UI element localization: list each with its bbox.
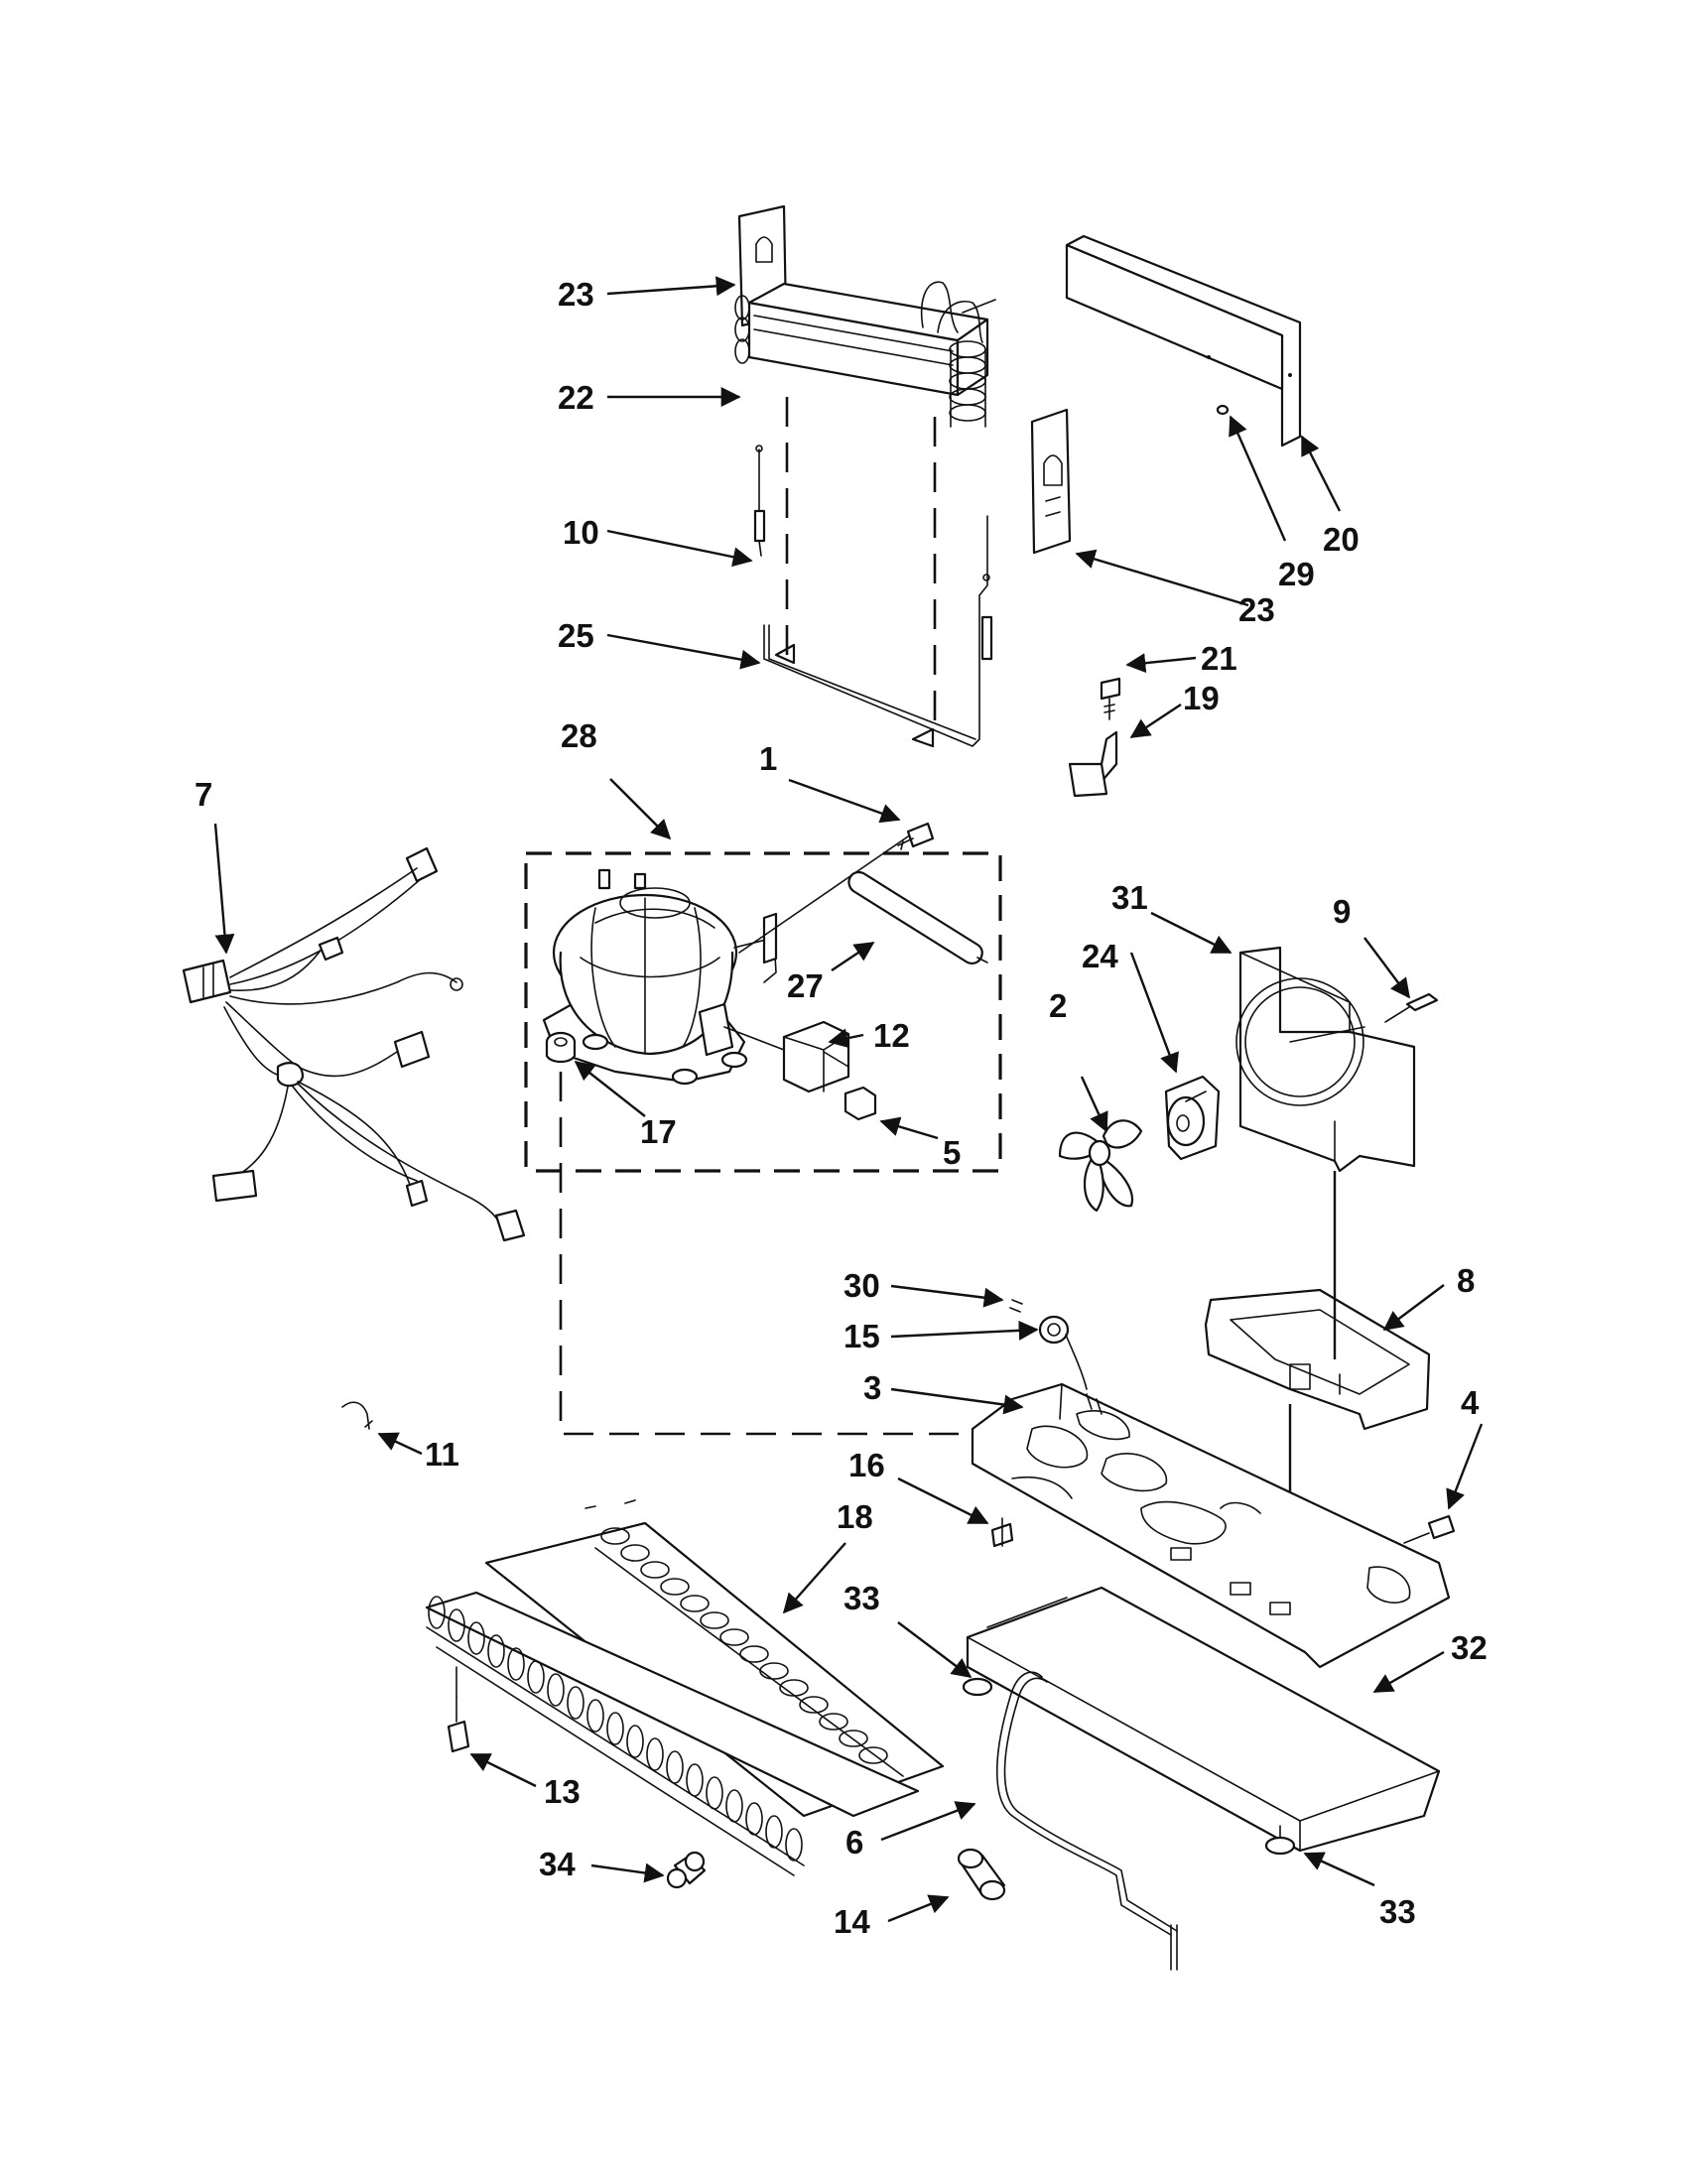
fan-shroud	[1235, 946, 1416, 1173]
bracket-19	[1068, 730, 1118, 798]
callout-3: 3	[863, 1369, 881, 1406]
callout-7: 7	[195, 776, 212, 813]
condenser-coil	[425, 1499, 945, 1876]
callout-4: 4	[1461, 1384, 1480, 1421]
callout-25: 25	[558, 617, 594, 654]
connector-line-screw-1	[738, 835, 909, 954]
filter-drier	[847, 870, 988, 964]
fan-motor	[1164, 1075, 1221, 1161]
machine-base-plate	[971, 1382, 1451, 1669]
callout-24: 24	[1082, 938, 1118, 974]
fan-bracket	[1204, 1288, 1431, 1431]
callout-31: 31	[1111, 879, 1148, 916]
grommet	[545, 1031, 577, 1064]
screw-16	[990, 1517, 1014, 1548]
callout-29: 29	[1278, 556, 1315, 592]
callout-18: 18	[837, 1498, 873, 1535]
callout-16: 16	[848, 1447, 885, 1483]
drain-tube	[995, 1671, 1178, 1971]
callout-22: 22	[558, 379, 594, 416]
callout-34: 34	[539, 1846, 576, 1882]
callout-33-lower: 33	[1379, 1893, 1416, 1930]
callout-32: 32	[1451, 1629, 1488, 1666]
callout-leaders	[213, 276, 1484, 1923]
pan-mount-33-lower	[1264, 1825, 1296, 1856]
evaporator-coil	[734, 204, 996, 428]
callout-20: 20	[1323, 521, 1360, 558]
callout-23-left: 23	[558, 276, 594, 313]
callout-23-right: 23	[1238, 591, 1275, 628]
callout-5: 5	[943, 1134, 961, 1171]
callout-9: 9	[1333, 893, 1351, 930]
callout-labels: 23 22 10 25 23 29 20 21 19 28 1 27 12 5 …	[195, 276, 1488, 1940]
callout-30: 30	[844, 1267, 880, 1304]
callout-21: 21	[1201, 640, 1237, 677]
wiring-harness	[182, 846, 526, 1242]
capacitor-14	[957, 1848, 1006, 1901]
callout-15: 15	[844, 1318, 880, 1354]
pan-mount-33-upper	[962, 1677, 993, 1697]
dashed-lead-compressor-base	[559, 1072, 1012, 1436]
air-duct	[1065, 234, 1302, 448]
callout-1: 1	[759, 740, 777, 777]
defrost-heater	[763, 515, 993, 748]
callout-8: 8	[1457, 1262, 1475, 1299]
overload-protector	[844, 1086, 877, 1121]
callout-28: 28	[561, 717, 597, 754]
defrost-sensor	[753, 445, 766, 557]
callout-10: 10	[563, 514, 599, 551]
callout-11: 11	[425, 1436, 459, 1473]
callout-13: 13	[544, 1773, 581, 1810]
clip-11	[341, 1401, 373, 1430]
fan-blade	[1058, 1119, 1143, 1213]
evaporator-bracket-right	[1030, 408, 1072, 555]
screw-9	[1384, 992, 1439, 1023]
callout-14: 14	[834, 1903, 870, 1940]
callout-6: 6	[845, 1824, 863, 1861]
screw-4	[1403, 1514, 1456, 1544]
duct-screw	[1216, 404, 1230, 416]
wire-30	[1009, 1299, 1023, 1313]
screw-21	[1100, 677, 1121, 720]
callout-2: 2	[1049, 987, 1067, 1024]
condenser-clip	[447, 1696, 470, 1753]
callout-17: 17	[640, 1113, 677, 1150]
callout-12: 12	[873, 1017, 910, 1054]
callout-19: 19	[1183, 680, 1220, 716]
callout-33-upper: 33	[844, 1580, 880, 1616]
plug-34	[666, 1851, 707, 1889]
callout-27: 27	[787, 967, 824, 1004]
grommet-15	[1038, 1315, 1088, 1390]
compressor	[542, 868, 778, 1086]
screw-1	[897, 822, 935, 850]
